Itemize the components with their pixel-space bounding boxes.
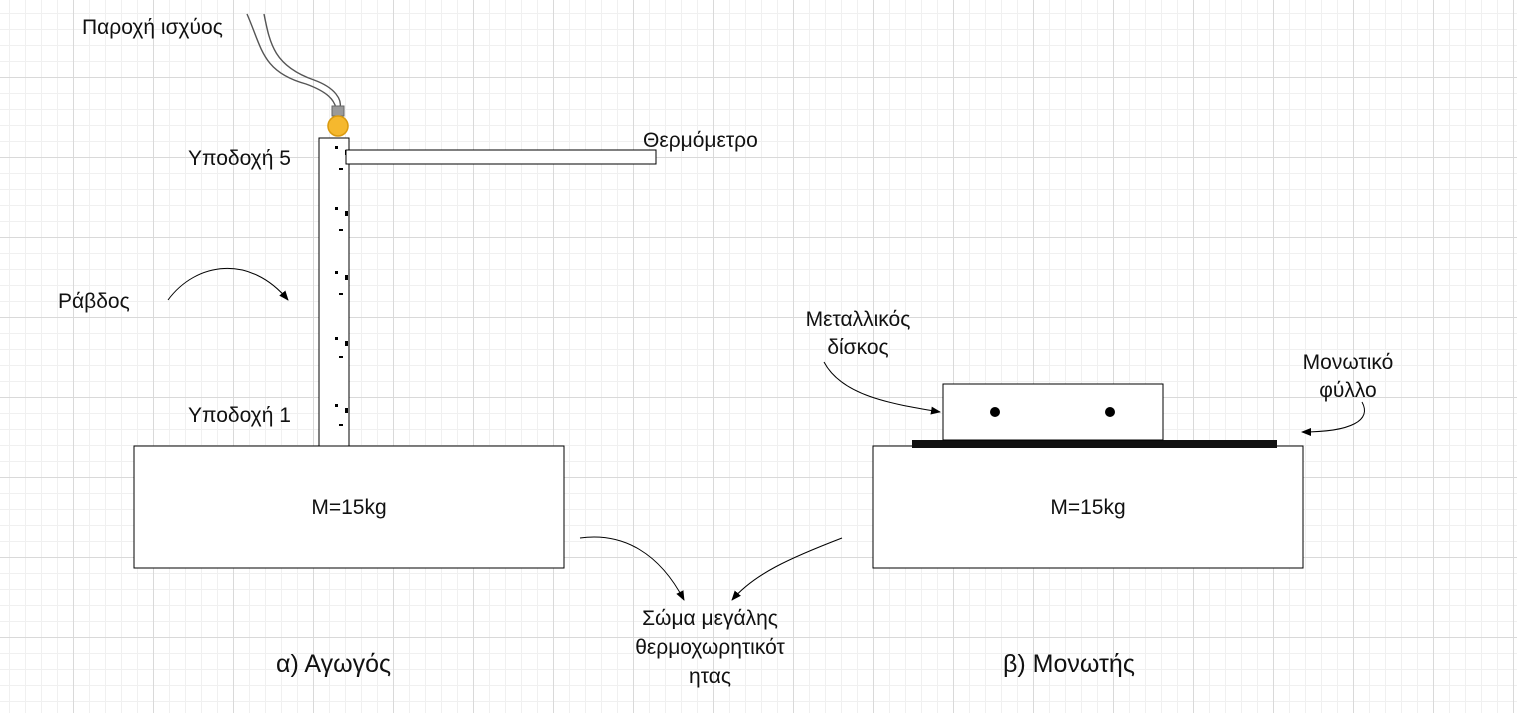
socket-5-label: Υποδοχή 5 xyxy=(188,147,291,170)
body-label-line-3: ητας xyxy=(689,665,731,688)
metal-disc-label-line-2: δίσκος xyxy=(827,336,889,359)
thermometer xyxy=(345,149,657,165)
bulb-icon xyxy=(327,105,349,137)
insulating-sheet-label-line-1: Μονωτικό xyxy=(1302,351,1394,374)
disc-dot-right xyxy=(1105,407,1115,417)
arrow-metal-disc xyxy=(823,361,941,415)
disc-dot-left xyxy=(990,407,1000,417)
thermometer-label: Θερμόμετρο xyxy=(643,129,758,152)
socket-1-label: Υποδοχή 1 xyxy=(188,404,291,427)
high-heat-capacity-body-label: Σώμα μεγάλης θερμοχωρητικότ ητας xyxy=(610,604,810,691)
arrow-rod xyxy=(167,267,289,301)
body-label-line-2: θερμοχωρητικότ xyxy=(635,636,785,659)
caption-insulator: β) Μονωτής xyxy=(1003,650,1135,678)
power-supply-label: Παροχή ισχύος xyxy=(82,16,223,39)
arrow-body-from-right xyxy=(731,537,843,601)
mass-block-left xyxy=(133,445,565,569)
arrow-body-from-left xyxy=(579,536,685,601)
insulating-sheet xyxy=(912,440,1277,448)
caption-conductor: α) Αγωγός xyxy=(276,650,392,678)
insulating-sheet-label-line-2: φύλλο xyxy=(1319,379,1377,402)
mass-right-label: M=15kg xyxy=(1050,496,1126,519)
metal-disc-label-line-1: Μεταλλικός xyxy=(805,308,911,331)
metal-disc xyxy=(942,383,1164,441)
arrow-insulating-sheet xyxy=(1301,401,1365,436)
rod xyxy=(318,137,350,447)
insulating-sheet-label: Μονωτικό φύλλο xyxy=(1288,349,1408,405)
mass-left-label: M=15kg xyxy=(311,496,387,519)
power-cable xyxy=(246,13,342,109)
mass-block-right xyxy=(872,445,1304,569)
rod-label: Ράβδος xyxy=(58,290,130,313)
body-label-line-1: Σώμα μεγάλης xyxy=(642,607,778,630)
metal-disc-label: Μεταλλικός δίσκος xyxy=(778,306,938,362)
